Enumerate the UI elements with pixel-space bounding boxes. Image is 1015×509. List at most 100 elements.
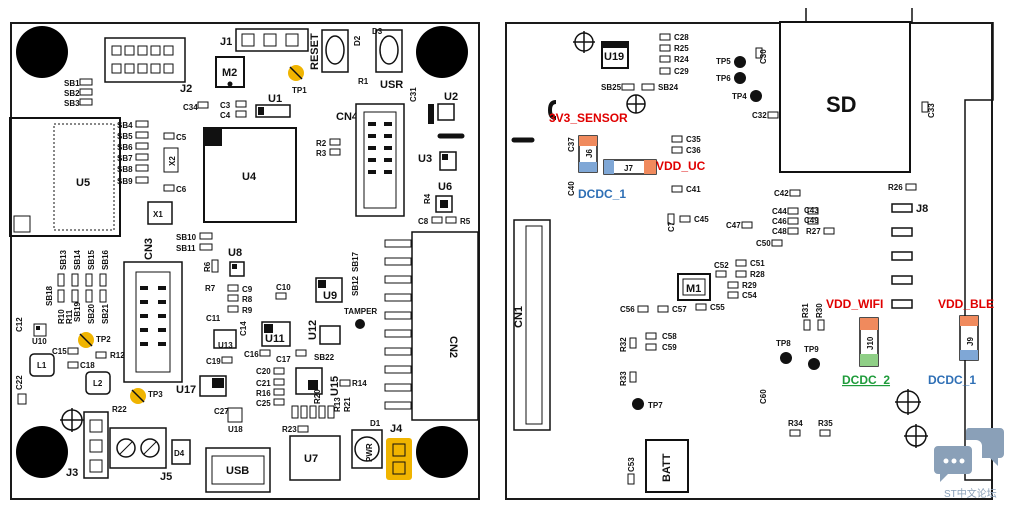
u9-label: U9 <box>323 290 337 302</box>
u18-label: U18 <box>228 425 243 434</box>
j1-header <box>235 28 309 52</box>
reset-button <box>321 29 349 73</box>
c58-label: C58 <box>662 332 677 341</box>
annotation-3v3-sensor: 3V3_SENSOR <box>549 111 628 125</box>
sb22-label: SB22 <box>314 353 335 362</box>
r26-label: R26 <box>888 183 903 192</box>
r3-label: R3 <box>316 149 327 158</box>
u7-label: U7 <box>304 453 318 465</box>
tp9-pad <box>808 358 820 370</box>
r27-label: R27 <box>806 227 821 236</box>
r2-label: R2 <box>316 139 327 148</box>
fiducial-crosshair <box>573 31 595 53</box>
sb25-label: SB25 <box>601 83 622 92</box>
l1-inductor <box>29 353 55 377</box>
sb4-label: SB4 <box>117 121 133 130</box>
u18-component <box>227 407 243 423</box>
l1-label: L1 <box>37 361 47 370</box>
c27-label: C27 <box>214 407 229 416</box>
j9-label: J9 <box>966 337 975 346</box>
c37-label: C37 <box>567 137 576 152</box>
u2-label: U2 <box>444 91 458 103</box>
c4-label: C4 <box>220 111 231 120</box>
tamper-label: TAMPER <box>344 307 377 316</box>
mounting-hole <box>16 26 68 78</box>
tp3-label: TP3 <box>148 390 163 399</box>
c60-label: C60 <box>759 389 768 404</box>
sb18-label: SB18 <box>45 285 54 306</box>
u5-label: U5 <box>76 177 90 189</box>
cn2-label: CN2 <box>447 336 459 358</box>
c44-label: C44 <box>772 207 787 216</box>
u10-label: U10 <box>32 337 47 346</box>
annotation-dcdc1-left: DCDC_1 <box>578 187 626 201</box>
c12-label: C12 <box>15 317 24 332</box>
cn4-connector <box>355 103 405 217</box>
r33-label: R33 <box>619 371 628 386</box>
tp7-label: TP7 <box>648 401 663 410</box>
u1-component <box>255 104 291 118</box>
cn1-connector <box>513 219 551 431</box>
c20-label: C20 <box>256 367 271 376</box>
r16-label: R16 <box>256 389 271 398</box>
annotation-vdd-wifi: VDD_WIFI <box>826 297 883 311</box>
tp6-label: TP6 <box>716 74 731 83</box>
tamper-pad <box>355 319 365 329</box>
mounting-hole <box>16 426 68 478</box>
tp9-label: TP9 <box>804 345 819 354</box>
j4-label: J4 <box>390 423 403 435</box>
sd-card-slot <box>779 21 911 173</box>
j8-connector <box>891 203 913 309</box>
sb5-label: SB5 <box>117 132 133 141</box>
j5-label: J5 <box>160 471 172 483</box>
sb11-label: SB11 <box>176 244 196 253</box>
c21-label: C21 <box>256 379 271 388</box>
j5-terminal <box>109 427 167 469</box>
annotation-dcdc2: DCDC_2 <box>842 373 890 387</box>
r22-label: R22 <box>112 405 127 414</box>
watermark-text: ST中文论坛 <box>944 487 997 500</box>
tp8-label: TP8 <box>776 339 791 348</box>
d4-label: D4 <box>174 449 185 458</box>
c17-label: C17 <box>276 355 291 364</box>
c7-label: C7 <box>667 221 676 232</box>
sb17-label: SB17 <box>351 251 360 272</box>
sb13-label: SB13 <box>59 249 68 270</box>
j8-label: J8 <box>916 203 928 215</box>
tp6-pad <box>734 72 746 84</box>
c45-label: C45 <box>694 215 709 224</box>
r10-label: R10 <box>57 309 66 324</box>
c33-label: C33 <box>927 103 936 118</box>
c9-label: C9 <box>242 285 253 294</box>
c59-label: C59 <box>662 343 677 352</box>
c34-label: C34 <box>183 103 198 112</box>
sb24-label: SB24 <box>658 83 679 92</box>
tp8-pad <box>780 352 792 364</box>
d3-label: D3 <box>372 27 383 36</box>
c5-label: C5 <box>176 133 187 142</box>
c54-label: C54 <box>742 291 757 300</box>
j6-label: J6 <box>585 149 594 158</box>
sb7-label: SB7 <box>117 154 133 163</box>
j7-label: J7 <box>624 164 633 173</box>
u19-label: U19 <box>604 51 624 63</box>
tp5-label: TP5 <box>716 57 731 66</box>
mounting-hole <box>416 426 468 478</box>
c31-label: C31 <box>409 87 418 102</box>
c50-label: C50 <box>756 239 771 248</box>
c49-label: C49 <box>804 216 819 225</box>
m1-label: M1 <box>686 283 701 295</box>
u4-label: U4 <box>242 171 257 183</box>
r1-label: R1 <box>358 77 369 86</box>
c28-label: C28 <box>674 33 689 42</box>
u12-label: U12 <box>307 320 319 340</box>
tp7-pad <box>632 398 644 410</box>
r30-label: R30 <box>815 303 824 318</box>
c18-label: C18 <box>80 361 95 370</box>
cn3-connector <box>123 261 183 383</box>
c52-label: C52 <box>714 261 729 270</box>
cn2-connector <box>411 231 479 421</box>
c41-label: C41 <box>686 185 701 194</box>
c42-label: C42 <box>774 189 789 198</box>
